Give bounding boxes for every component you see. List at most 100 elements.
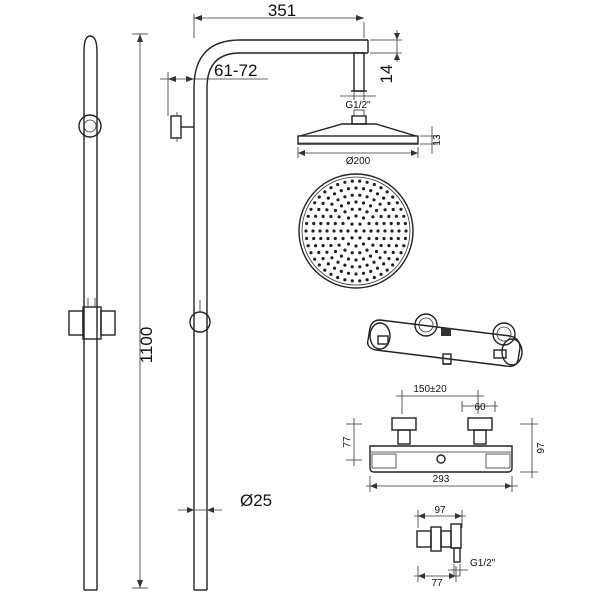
elbow-top-label: 97 xyxy=(434,505,446,516)
nozzle-dot xyxy=(365,210,369,214)
nozzle-dot xyxy=(365,263,369,267)
nozzle-dot xyxy=(365,278,369,282)
nozzle-dot xyxy=(382,236,386,241)
nozzle-dot xyxy=(306,244,310,248)
nozzle-dot xyxy=(395,257,399,261)
valve-width-label: 293 xyxy=(433,474,450,485)
nozzle-dot xyxy=(333,221,337,226)
nozzle-dot xyxy=(325,208,329,212)
nozzle-dot xyxy=(387,244,391,248)
elbow-bottom-label: 77 xyxy=(431,578,443,589)
nozzle-dot xyxy=(354,200,358,204)
nozzle-dot xyxy=(314,214,318,218)
nozzle-dot xyxy=(325,229,329,233)
nozzle-dot xyxy=(305,221,309,226)
nozzle-dot xyxy=(309,251,313,255)
nozzle-dot xyxy=(311,229,315,233)
nozzle-dot xyxy=(361,242,366,246)
nozzle-dot xyxy=(375,266,380,270)
dimension-arm-length: 351 xyxy=(193,1,365,38)
nozzle-dot xyxy=(385,190,389,194)
nozzle-dot xyxy=(346,271,351,275)
arm-drop-label: 14 xyxy=(377,65,396,84)
nozzle-dot xyxy=(312,236,316,241)
nozzle-dot xyxy=(403,221,407,226)
nozzle-dot xyxy=(383,208,387,212)
nozzle-dot xyxy=(362,229,366,233)
nozzle-dot xyxy=(361,216,366,220)
nozzle-dot xyxy=(325,250,329,254)
valve-front: 150±20 60 77 97 293 xyxy=(342,384,547,492)
nozzle-dot xyxy=(317,195,321,199)
nozzle-dot xyxy=(394,244,398,248)
nozzle-dot xyxy=(343,263,347,267)
nozzle-dot xyxy=(350,193,354,197)
nozzle-dot xyxy=(375,221,379,226)
nozzle-dot xyxy=(399,251,403,255)
nozzle-dot xyxy=(339,204,344,208)
nozzle-dot xyxy=(371,243,375,247)
nozzle-dot xyxy=(368,204,373,208)
nozzle-dot xyxy=(378,256,382,260)
nozzle-dot xyxy=(358,179,362,183)
nozzle-dot xyxy=(350,279,354,283)
nozzle-dot xyxy=(361,271,366,275)
nozzle-dot xyxy=(358,279,362,283)
nozzle-dot xyxy=(361,187,366,191)
nozzle-dot xyxy=(332,192,337,196)
dimension-pipe-diameter: Ø25 xyxy=(178,491,272,516)
nozzle-dot xyxy=(314,244,318,248)
dimension-arm-offset: 61-72 xyxy=(160,61,268,116)
nozzle-dot xyxy=(399,207,403,211)
nozzle-dot xyxy=(304,229,308,233)
nozzle-dot xyxy=(346,229,350,233)
nozzle-dot xyxy=(343,180,347,184)
nozzle-dot xyxy=(319,236,323,241)
nozzle-dot xyxy=(368,254,373,258)
dimension-arm-drop: 14 xyxy=(370,30,402,83)
nozzle-dot xyxy=(336,275,340,280)
nozzle-dot xyxy=(313,201,317,205)
nozzle-dot xyxy=(383,250,387,254)
nozzle-dot xyxy=(383,229,387,233)
nozzle-dot xyxy=(350,236,354,240)
nozzle-dot xyxy=(317,250,321,255)
nozzle-dot xyxy=(365,195,369,199)
nozzle-dot xyxy=(332,266,337,270)
inlet-spacing-label: 150±20 xyxy=(413,384,447,395)
nozzle-dot xyxy=(396,236,400,241)
nozzle-dot xyxy=(379,186,383,190)
nozzle-dot xyxy=(378,202,382,206)
nozzle-dot xyxy=(333,208,338,213)
nozzle-dot xyxy=(369,229,373,233)
nozzle-dot xyxy=(376,229,380,233)
nozzle-dot xyxy=(306,214,310,218)
nozzle-dot xyxy=(339,189,343,193)
nozzle-dot xyxy=(346,201,351,205)
dimension-head-connection: G1/2" xyxy=(340,91,376,111)
nozzle-dot xyxy=(372,198,376,202)
nozzle-dot xyxy=(354,186,358,190)
nozzle-dot xyxy=(374,249,379,254)
nozzle-dot xyxy=(374,208,379,213)
nozzle-dot xyxy=(333,236,337,241)
nozzle-dot xyxy=(387,257,391,261)
nozzle-dot xyxy=(332,229,336,233)
nozzle-dot xyxy=(371,215,375,219)
nozzle-dot xyxy=(375,236,379,241)
nozzle-dot xyxy=(361,257,366,261)
pipe-diameter-label: Ø25 xyxy=(240,491,272,510)
nozzle-dot xyxy=(317,263,321,267)
nozzle-pattern xyxy=(304,179,408,283)
nozzle-dot xyxy=(385,268,389,272)
nozzle-dot xyxy=(358,251,362,255)
nozzle-dot xyxy=(402,214,406,218)
nozzle-dot xyxy=(343,278,347,282)
nozzle-dot xyxy=(333,249,338,254)
nozzle-dot xyxy=(387,201,391,205)
nozzle-dot xyxy=(321,244,325,248)
elbow-connection-label: G1/2" xyxy=(470,558,496,569)
column-height-label: 1100 xyxy=(137,327,156,364)
nozzle-dot xyxy=(350,207,354,211)
